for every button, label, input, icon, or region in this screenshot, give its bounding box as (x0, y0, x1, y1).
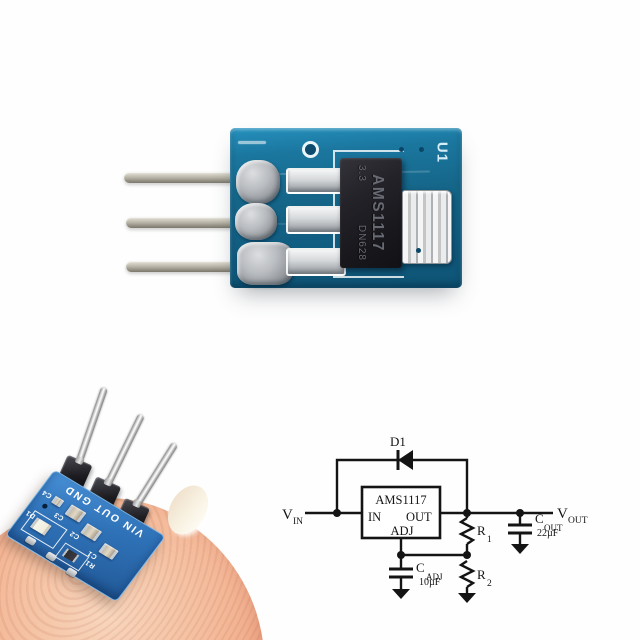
small-module-pin-1 (74, 386, 108, 467)
chip-lead-pad-1 (286, 168, 344, 194)
resistor-r2-symbol (458, 560, 476, 588)
chip-marking: AMS1117 3.3 DN628 (356, 161, 386, 265)
r1-sub: 1 (487, 535, 492, 545)
cout-plates (508, 523, 532, 535)
ic-label: AMS1117 (375, 493, 426, 507)
cadj-value: 10µF (419, 577, 441, 588)
pin-out-label: OUT (406, 510, 432, 524)
mounting-hole (302, 141, 319, 158)
board-hole (41, 502, 49, 510)
chip-marking-voltage: 3.3 (356, 165, 367, 182)
cadj-label: C (416, 560, 425, 575)
ground-symbol-cout (511, 544, 529, 554)
module-pin-1 (124, 172, 234, 183)
chip-marking-lot: DN628 (356, 224, 367, 261)
capacitor-c2 (80, 523, 103, 542)
junction-dot (463, 551, 471, 559)
r1-label: R (477, 523, 486, 538)
cadj-plates (389, 567, 413, 579)
fingertip-module-photo: VIN OUT GND C4 C3 C2 C1 D1 R1 (0, 370, 270, 640)
label-c4: C4 (41, 488, 54, 500)
resistor-r1 (61, 548, 80, 563)
junction-dot (463, 509, 471, 517)
solder-joint-1 (236, 160, 280, 204)
module-pin-3 (126, 261, 234, 272)
r2-label: R (477, 567, 486, 582)
ams1117-chip: AMS1117 3.3 DN628 (340, 158, 402, 268)
regulator-box (360, 485, 442, 540)
ground-symbol-r2 (458, 593, 476, 603)
pin-adj-label: ADJ (391, 524, 414, 538)
resistor-r1-symbol (458, 517, 476, 545)
via-dot (399, 147, 404, 152)
solder-joint-2 (235, 203, 277, 240)
adj-wire (399, 538, 467, 557)
label-r1: R1 (84, 558, 97, 570)
cout-label: C (535, 511, 544, 526)
label-c3: C3 (52, 510, 66, 522)
chip-marking-part: AMS1117 (369, 174, 386, 252)
capacitor-c1 (98, 542, 119, 560)
label-c2: C2 (68, 529, 82, 541)
r2-sub: 2 (487, 579, 492, 589)
junction-dot (397, 551, 405, 559)
vin-label: V (282, 507, 293, 523)
edge-solder-pad (44, 551, 58, 562)
solder-joint-3 (237, 242, 293, 285)
vout-label: V (557, 506, 568, 522)
diode-d1-symbol (398, 450, 413, 470)
diode-label: D1 (390, 434, 406, 449)
small-module-pin-3 (133, 442, 178, 507)
resistor-silkscreen-box (54, 542, 90, 572)
watermark-text (238, 141, 266, 144)
junction-dot (333, 509, 341, 517)
via-dot (416, 248, 421, 253)
small-module-pin-2 (104, 413, 145, 487)
pcb-board: AMS1117 3.3 DN628 U1 (230, 128, 462, 288)
vout-sub: OUT (568, 516, 588, 526)
cout-sub: OUT (544, 523, 563, 533)
board-ref-label: U1 (433, 141, 451, 164)
application-circuit-schematic: D1 V IN V OUT AMS1117 IN OUT ADJ R 1 R 2… (282, 434, 588, 603)
junction-dot (516, 509, 524, 517)
ground-symbol-cadj (392, 589, 410, 599)
vin-sub: IN (293, 517, 303, 527)
chip-lead-pad-2 (286, 206, 346, 234)
pin-in-label: IN (368, 510, 381, 524)
chip-lead-pad-3 (286, 248, 346, 276)
chip-heatsink-tab (402, 190, 452, 264)
capacitor-c4 (50, 495, 65, 508)
led-d1 (29, 517, 52, 536)
capacitor-c3 (64, 504, 87, 523)
via-dot (419, 147, 424, 152)
module-pin-2 (126, 217, 234, 228)
cadj-sub: ADJ (426, 572, 443, 582)
cout-value: 22µF (537, 528, 559, 539)
